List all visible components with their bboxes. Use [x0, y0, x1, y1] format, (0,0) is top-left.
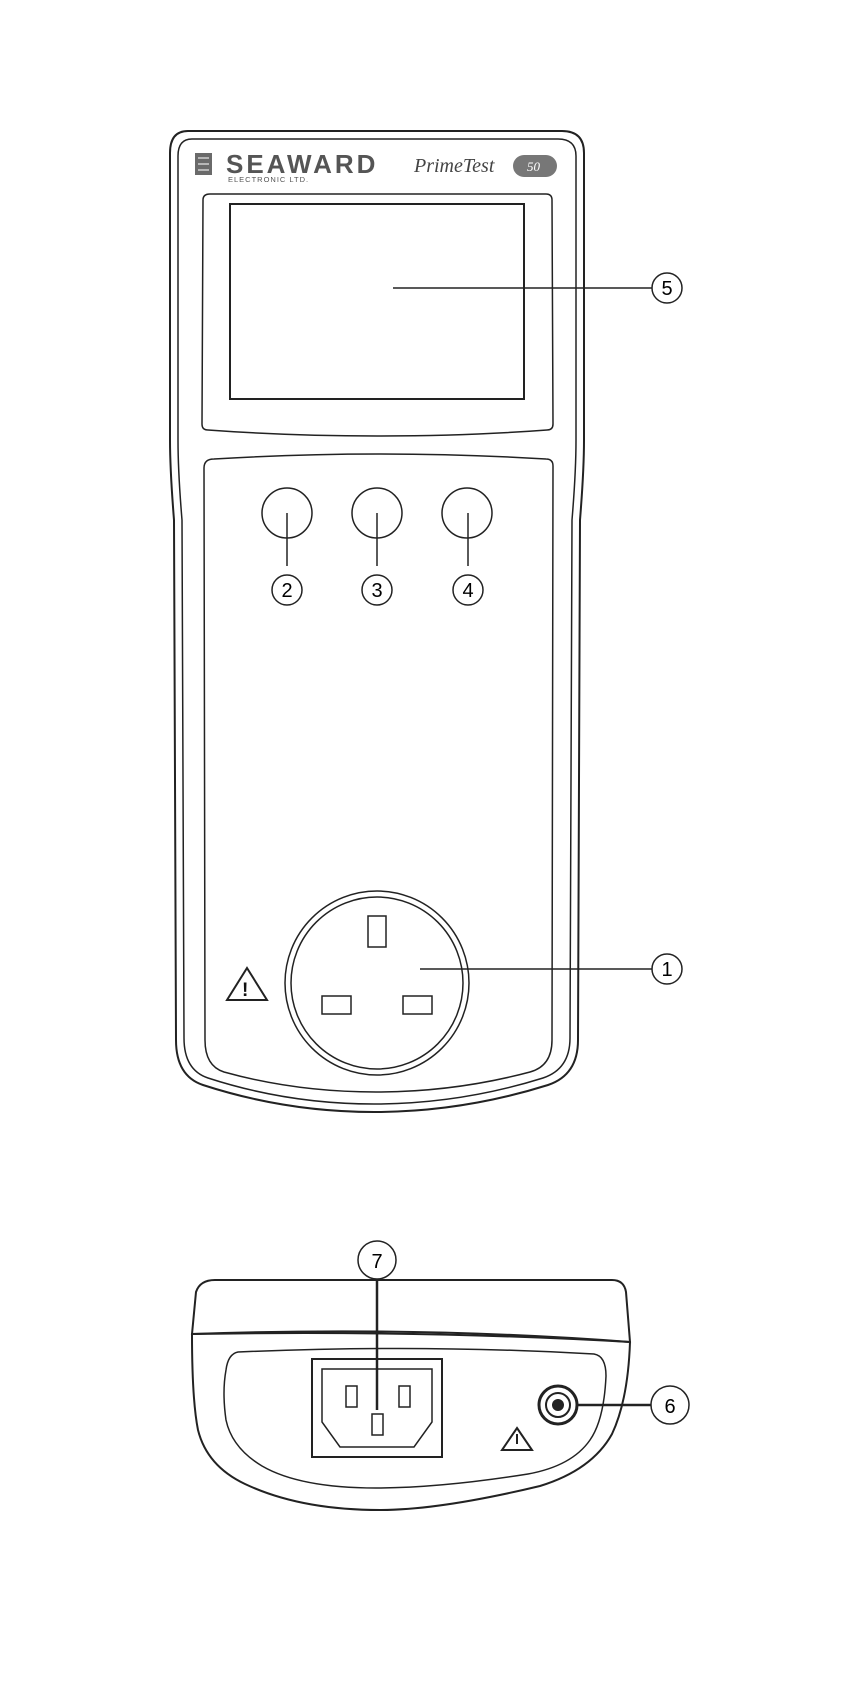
callout-6-label: 6 — [664, 1396, 675, 1418]
front-panel — [204, 454, 553, 1092]
brand-subtitle: ELECTRONIC LTD. — [228, 175, 309, 184]
seaward-logo-icon — [195, 153, 212, 175]
front-view: SEAWARD ELECTRONIC LTD. PrimeTest 50 ! — [170, 131, 584, 1112]
callout-1-label: 1 — [661, 959, 672, 981]
button-4[interactable] — [442, 488, 492, 538]
display-screen — [230, 204, 524, 399]
model-name: PrimeTest — [413, 155, 495, 177]
callout-4-label: 4 — [462, 580, 473, 602]
base-view — [192, 1280, 630, 1510]
front-warning-mark: ! — [242, 980, 248, 1001]
probe-socket[interactable] — [539, 1386, 577, 1424]
socket-earth-slot — [368, 916, 386, 947]
callout-3-label: 3 — [371, 580, 382, 602]
warning-triangle-icon: ! — [227, 968, 267, 1001]
body-outline-inner — [178, 139, 576, 1104]
socket-neutral-slot — [322, 996, 351, 1014]
warning-triangle-icon — [502, 1428, 532, 1450]
body-outline-outer — [170, 131, 584, 1112]
callouts: 5 2 3 4 1 7 6 — [272, 273, 689, 1424]
test-socket — [285, 891, 469, 1075]
model-badge-text: 50 — [527, 159, 541, 174]
callout-5-label: 5 — [661, 278, 672, 300]
callout-2-label: 2 — [281, 580, 292, 602]
callout-7-label: 7 — [371, 1251, 382, 1273]
socket-live-slot — [403, 996, 432, 1014]
